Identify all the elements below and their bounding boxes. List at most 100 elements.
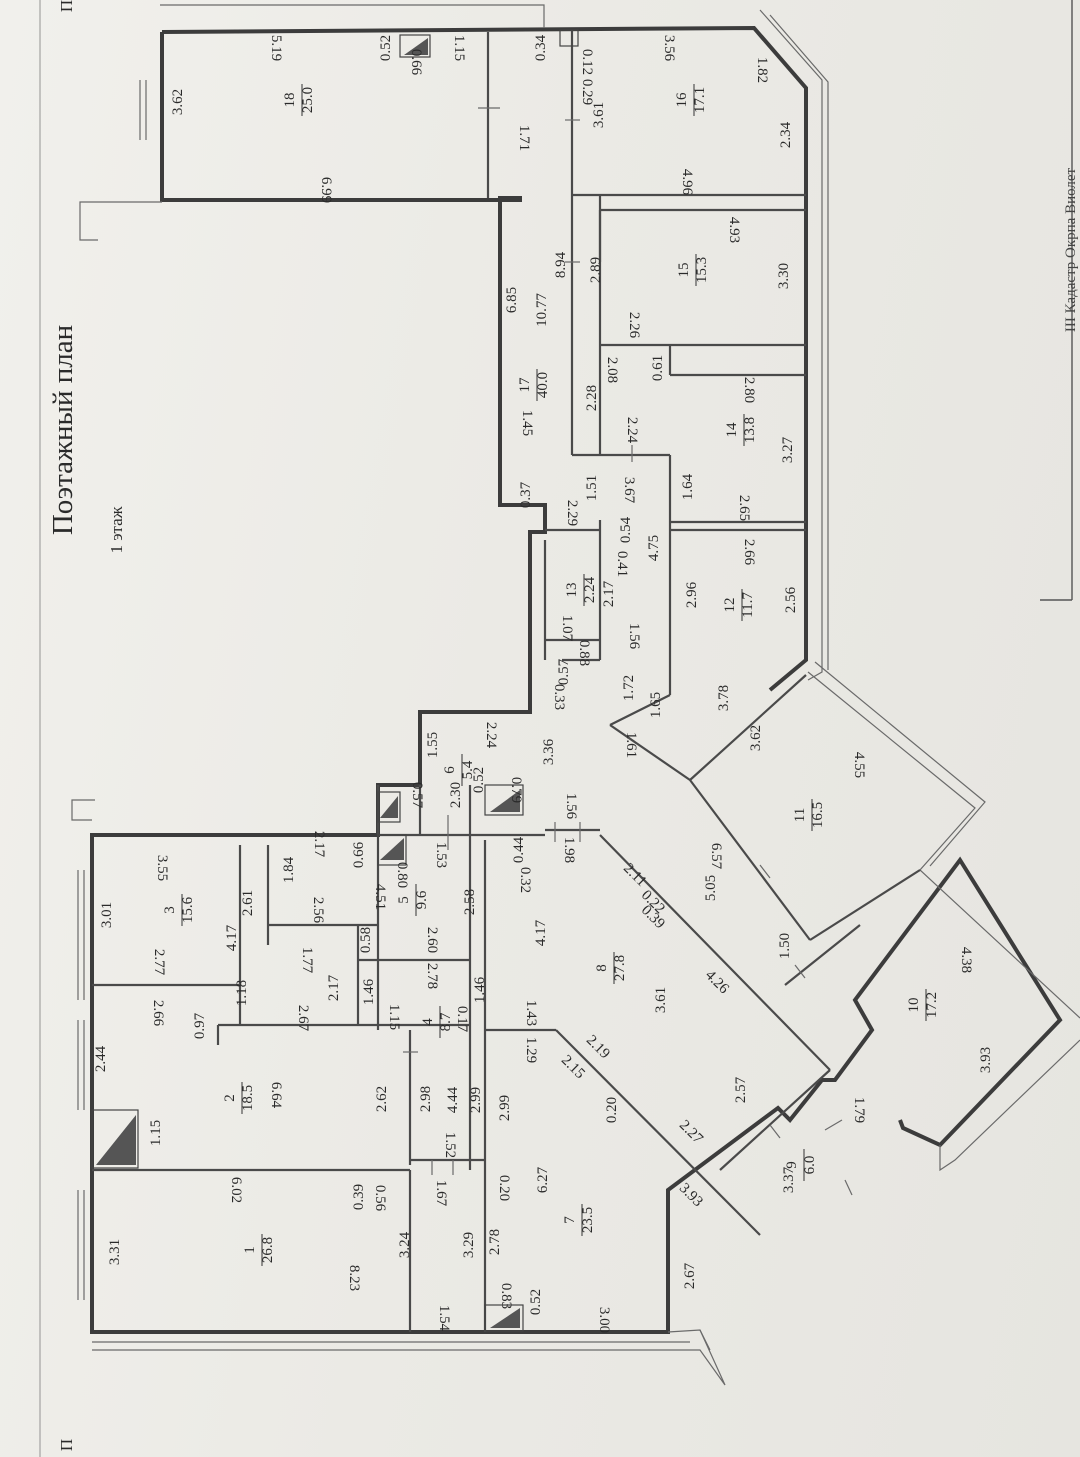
- dimension-label: 1.65: [648, 692, 664, 718]
- dimension-label: 0.44: [511, 836, 527, 863]
- dimension-label: 0.88: [576, 640, 592, 666]
- dimension-label: 1.46: [472, 976, 488, 1003]
- dimension-label: 0.52: [471, 767, 487, 793]
- dimension-label: 2.28: [584, 385, 600, 411]
- margin-text-bottom: П: [57, 1439, 76, 1451]
- dimension-label: 3.62: [748, 725, 764, 751]
- dimension-label: 3.93: [676, 1180, 706, 1210]
- right-edge-text: III Кадастр Окрпа Виолет: [1063, 167, 1079, 332]
- dimension-label: 2.27: [676, 1117, 706, 1147]
- facade-line-right2: [769, 14, 829, 670]
- dimension-label: 1.07: [559, 615, 575, 642]
- dimension-label: 2.78: [487, 1229, 503, 1255]
- dimension-label: 1.64: [680, 473, 696, 500]
- dimension-label: 8.94: [553, 251, 569, 278]
- dimension-label: 1.82: [754, 57, 770, 83]
- dimension-label: 2.78: [424, 963, 440, 989]
- dimension-label: 2.17: [311, 831, 327, 858]
- room-number: 11: [792, 808, 808, 822]
- dimension-label: 2.77: [151, 949, 167, 976]
- dimension-label: 0.97: [192, 1012, 208, 1039]
- dimension-label: 3.67: [621, 477, 637, 504]
- room-number: 15: [676, 263, 692, 278]
- dimension-label: 1.15: [148, 1120, 164, 1146]
- plan-title: Поэтажный план: [47, 325, 79, 535]
- dimension-label: 4.44: [445, 1086, 461, 1113]
- dimension-label: 1.51: [584, 475, 600, 501]
- room-number: 5: [396, 896, 412, 904]
- dimension-label: 0.66: [351, 841, 367, 868]
- facade-line-angle2: [814, 661, 986, 867]
- facade-line-bottom: [92, 1329, 726, 1386]
- room-area: 18.5: [240, 1085, 256, 1111]
- dimension-label: 2.60: [424, 927, 440, 953]
- dimension-label: 0.37: [518, 481, 534, 508]
- dimension-label: 0.33: [551, 684, 567, 710]
- room-number: 7: [562, 1216, 578, 1224]
- room-area: 15.6: [180, 896, 196, 923]
- dimension-label: 3.61: [653, 987, 669, 1013]
- facade-corner: [667, 1329, 711, 1351]
- dimension-label: 0.34: [533, 34, 549, 61]
- dimension-label: 2.96: [684, 581, 700, 608]
- dimension-label: 1.79: [851, 1097, 867, 1123]
- dimension-label: 2.99: [468, 1087, 484, 1113]
- dimension-label: 2.98: [418, 1086, 434, 1112]
- dimension-label: 2.29: [564, 500, 580, 526]
- facade-line-diag: [939, 1039, 1080, 1172]
- room-number: 6: [442, 766, 458, 774]
- dimension-label: 1.61: [623, 732, 639, 758]
- dimension-label: 0.80: [394, 862, 410, 888]
- dimension-label: 1.46: [361, 978, 377, 1005]
- dimension-label: 6.85: [504, 287, 520, 313]
- dimension-label: 6.99: [318, 177, 334, 203]
- room-area: 13.8: [742, 417, 758, 443]
- dimension-label: 4.96: [679, 169, 695, 196]
- dimension-label: 1.67: [433, 1180, 449, 1207]
- dimension-label: 1.18: [234, 980, 250, 1006]
- room-area: 26.8: [260, 1237, 276, 1263]
- dimension-label: 1.53: [433, 842, 449, 868]
- dimension-label: 0.83: [498, 1283, 514, 1309]
- outer-wall: [90, 32, 1063, 1334]
- room-number: 18: [282, 93, 298, 108]
- dimension-label: 2.57: [733, 1076, 749, 1103]
- dimension-label: 2.19: [583, 1032, 613, 1062]
- dimension-label: 2.30: [448, 782, 464, 808]
- dimension-label: 1.56: [626, 623, 642, 650]
- dimension-label: 4.38: [958, 947, 974, 973]
- dimension-label: 0.52: [528, 1289, 544, 1315]
- room-number: 2: [222, 1094, 238, 1102]
- dimension-label: 2.17: [326, 974, 342, 1001]
- dimension-label: 0.52: [378, 35, 394, 61]
- room-area: 6.0: [802, 1156, 818, 1175]
- room-area: 9.6: [414, 890, 430, 909]
- room-area: 40.0: [535, 372, 551, 398]
- dimension-label: 8.23: [346, 1265, 362, 1291]
- dimension-label: 3.78: [716, 685, 732, 711]
- dimension-label: 3.24: [397, 1231, 413, 1258]
- dimension-label: 0.61: [650, 355, 666, 381]
- room-area: 27.8: [612, 955, 628, 981]
- dimension-label: 1.55: [425, 732, 441, 758]
- interior-walls: [92, 30, 921, 1332]
- dimension-label: 6.27: [535, 1166, 551, 1193]
- dimension-label: 2.58: [462, 889, 478, 915]
- room-number: 14: [724, 422, 740, 438]
- dimension-label: 1.45: [519, 410, 535, 436]
- room-area: 5.4: [460, 760, 476, 779]
- facade-line-left: [71, 799, 95, 821]
- room-number: 10: [906, 998, 922, 1013]
- dimension-label: 1.72: [621, 675, 637, 701]
- room-number: 13: [564, 583, 580, 598]
- room-area: 15.3: [694, 257, 710, 283]
- dimension-label: 3.62: [170, 89, 186, 115]
- dimension-label: 2.66: [150, 1000, 166, 1027]
- dimension-label: 4.17: [533, 919, 549, 946]
- dimension-label: 3.55: [154, 855, 170, 881]
- dimension-label: 4.51: [372, 884, 388, 910]
- facade-line-right: [759, 9, 823, 681]
- room-number: 4: [420, 1018, 436, 1026]
